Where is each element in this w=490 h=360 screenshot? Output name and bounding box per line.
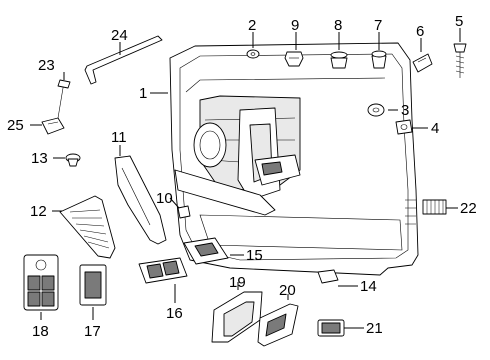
callout-18: 18 — [32, 323, 49, 340]
callout-19: 19 — [229, 274, 246, 291]
push-clip-8 — [330, 51, 348, 69]
callout-2: 2 — [248, 17, 256, 34]
callout-7: 7 — [374, 17, 382, 34]
switch-21 — [317, 319, 345, 337]
callout-6: 6 — [416, 23, 424, 40]
callout-4: 4 — [431, 120, 439, 137]
callout-10: 10 — [156, 190, 173, 207]
bezel-19 — [211, 291, 263, 343]
callout-16: 16 — [166, 305, 183, 322]
callout-22: 22 — [460, 200, 477, 217]
screw-13 — [65, 153, 81, 167]
push-clip-7 — [371, 50, 387, 69]
rod-23 — [57, 79, 71, 119]
nut-clip-6 — [412, 53, 433, 73]
bracket-25 — [41, 117, 65, 135]
callout-23: 23 — [38, 57, 55, 74]
callout-11: 11 — [111, 129, 127, 146]
clip-10 — [177, 205, 191, 219]
callout-24: 24 — [111, 27, 128, 44]
grille-trim-12 — [59, 195, 116, 259]
single-switch-17 — [79, 264, 107, 306]
window-switch-16 — [138, 257, 188, 284]
clip-nut-4 — [395, 119, 413, 135]
callout-9: 9 — [291, 17, 299, 34]
pillar-trim-11 — [114, 155, 167, 245]
clip-9 — [284, 51, 304, 67]
callout-5: 5 — [455, 13, 463, 30]
grommet-3 — [367, 103, 385, 117]
seal-strip-24 — [84, 35, 163, 85]
mirror-switch-15 — [183, 237, 229, 265]
callout-labels: 1 2 9 8 7 6 5 3 4 24 23 25 13 11 12 10 1… — [7, 13, 477, 340]
switch-bezel-20 — [257, 303, 299, 347]
leader-lines — [30, 28, 461, 329]
callout-21: 21 — [366, 320, 383, 337]
vent-22 — [422, 199, 447, 215]
callout-3: 3 — [401, 102, 409, 119]
callout-8: 8 — [334, 17, 342, 34]
callout-25: 25 — [7, 117, 24, 134]
callout-12: 12 — [30, 203, 47, 220]
callout-20: 20 — [279, 282, 296, 299]
clip-14 — [317, 269, 339, 284]
master-switch-18 — [23, 254, 59, 311]
door-trim-panel — [169, 42, 419, 276]
washer-2 — [246, 49, 260, 59]
callout-17: 17 — [84, 323, 101, 340]
callout-13: 13 — [31, 150, 48, 167]
callout-14: 14 — [360, 278, 377, 295]
screw-5 — [453, 43, 467, 78]
callout-1: 1 — [139, 85, 147, 102]
callout-15: 15 — [246, 247, 263, 264]
